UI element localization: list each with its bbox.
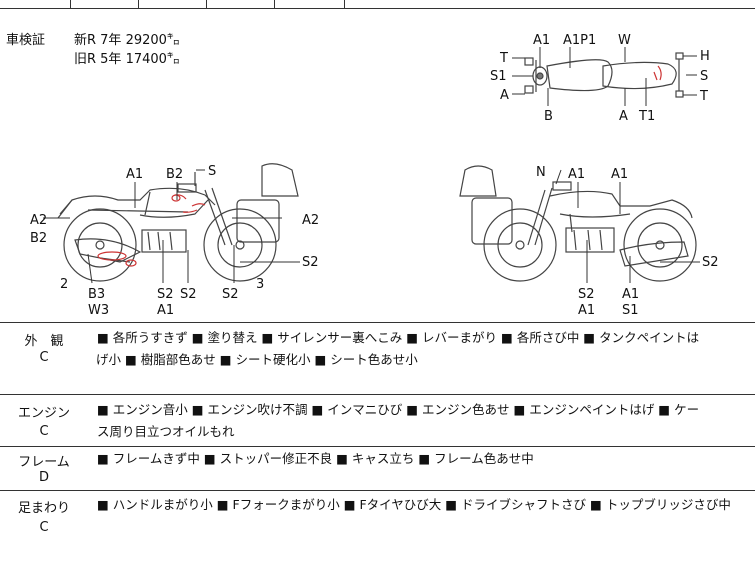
section-grade: D [38, 470, 49, 485]
section-grade: C [39, 424, 49, 439]
section-category: エンジン [17, 406, 70, 421]
description-line: ■ フレームきず中 ■ ストッパー修正不良 ■ キャス立ち ■ フレーム色あせ中 [97, 451, 534, 466]
description-line: ス周り目立つオイルもれ [97, 424, 235, 439]
description-line: ■ 各所うすきず ■ 塗り替え ■ サイレンサー裏へこみ ■ レバーまがり ■ … [97, 330, 700, 345]
right-label: A1 [568, 167, 585, 182]
top-label: W [618, 33, 631, 48]
section-description: ■ フレームきず中 ■ ストッパー修正不良 ■ キャス立ち ■ フレーム色あせ中 [97, 448, 752, 470]
description-line: ■ ハンドルまがり小 ■ Fフォークまがり小 ■ Fタイヤひび大 ■ ドライブシ… [97, 497, 731, 512]
right-label: S2 [578, 287, 595, 302]
top-row-border [0, 8, 755, 9]
top-label: A [500, 88, 509, 103]
top-label: T [499, 51, 508, 66]
left-label: 2 [60, 277, 68, 292]
left-label: S2 [222, 287, 239, 302]
section-border [0, 446, 755, 447]
top-cell-divider [70, 0, 71, 8]
left-label: B3 [88, 287, 105, 302]
top-label: B [544, 109, 553, 124]
top-label: T1 [638, 109, 655, 124]
top-cell-divider [138, 0, 139, 8]
section-grade: C [39, 520, 49, 535]
left-side-diagram [57, 163, 299, 282]
left-label: A2 [302, 213, 319, 228]
top-label: S1 [490, 69, 507, 84]
top-cell-divider [344, 0, 345, 8]
top-label: A [619, 109, 628, 124]
right-label: A1 [578, 303, 595, 318]
top-cell-divider [274, 0, 275, 8]
section-description: ■ エンジン音小 ■ エンジン吹け不調 ■ インマニひび ■ エンジン色あせ ■… [97, 399, 752, 443]
section-description: ■ ハンドルまがり小 ■ Fフォークまがり小 ■ Fタイヤひび大 ■ ドライブシ… [97, 494, 752, 516]
left-label: S [208, 164, 216, 179]
left-label: A1 [157, 303, 174, 318]
description-line: げ小 ■ 樹脂部色あせ ■ シート硬化小 ■ シート色あせ小 [96, 352, 418, 367]
left-label: S2 [157, 287, 174, 302]
section-category: 外 観 [24, 334, 64, 349]
top-label: A1P1 [563, 33, 596, 48]
left-label: B2 [30, 231, 47, 246]
left-label: A2 [30, 213, 47, 228]
left-label: 3 [256, 277, 264, 292]
right-label: S2 [702, 255, 719, 270]
top-view-diagram [524, 52, 684, 98]
section-description: ■ 各所うすきず ■ 塗り替え ■ サイレンサー裏へこみ ■ レバーまがり ■ … [96, 327, 752, 371]
left-label: A1 [126, 167, 143, 182]
top-label: H [700, 49, 710, 64]
right-label: S1 [622, 303, 639, 318]
right-label: A1 [611, 167, 628, 182]
section-border [0, 490, 755, 491]
section-category: 足まわり [17, 501, 70, 516]
left-label: S2 [180, 287, 197, 302]
registration-old: 旧R 5年 17400㌔ [74, 52, 180, 67]
registration-new: 新R 7年 29200㌔ [74, 33, 180, 48]
section-grade: C [39, 350, 49, 365]
left-label: W3 [88, 303, 109, 318]
section-border [0, 394, 755, 395]
section-border [0, 322, 755, 323]
right-side-diagram [459, 165, 697, 282]
motorcycle-diagrams: A1 A1P1 W T S1 A B A T1 H S T A1 B2 S A2… [30, 33, 719, 318]
section-category: フレーム [18, 455, 70, 470]
right-label: A1 [622, 287, 639, 302]
top-label: A1 [533, 33, 550, 48]
left-label: B2 [166, 167, 183, 182]
top-label: S [700, 69, 708, 84]
top-cell-divider [206, 0, 207, 8]
right-label: N [536, 165, 546, 180]
left-label: S2 [302, 255, 319, 270]
top-label: T [699, 89, 708, 104]
registration-label: 車検証 [6, 33, 46, 48]
description-line: ■ エンジン音小 ■ エンジン吹け不調 ■ インマニひび ■ エンジン色あせ ■… [97, 402, 700, 417]
